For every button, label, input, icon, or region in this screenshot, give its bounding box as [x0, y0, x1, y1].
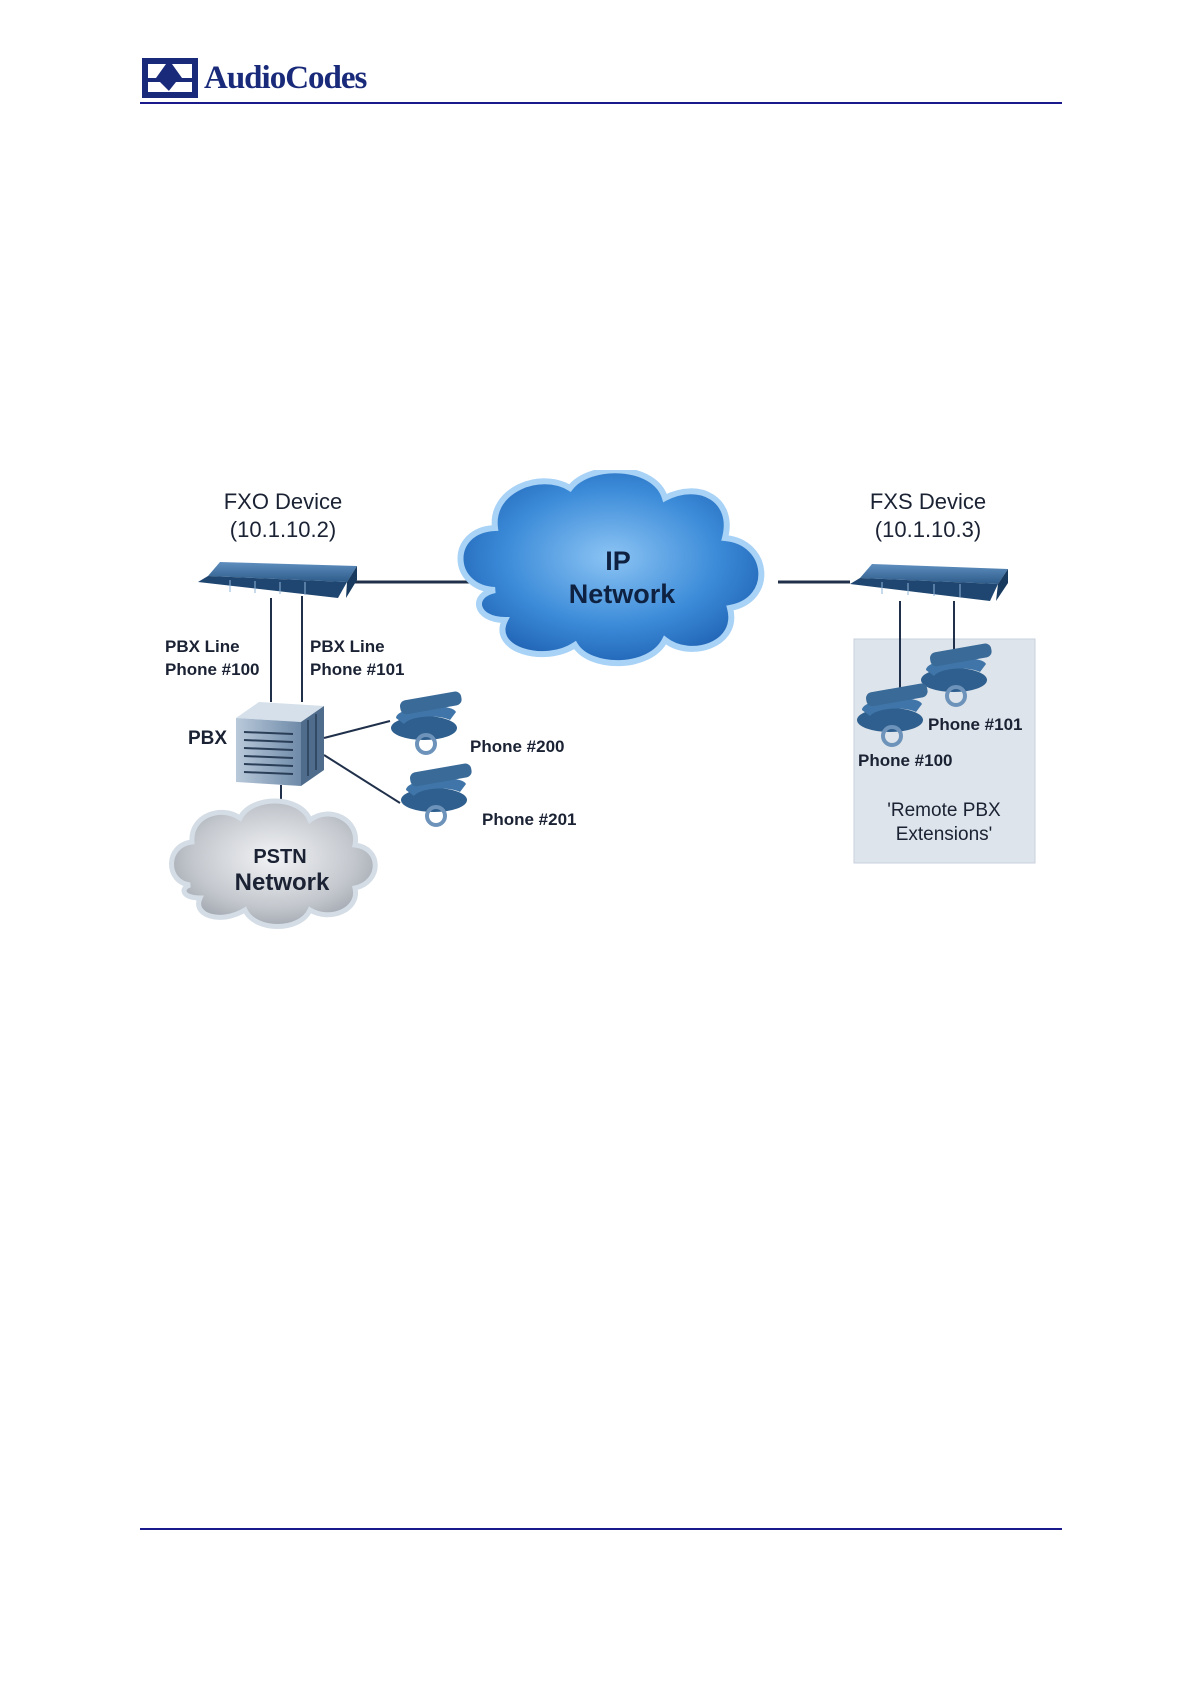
remote-box-line1: 'Remote PBX — [887, 800, 1001, 821]
pstn-cloud-line1: PSTN — [253, 846, 306, 868]
pbx-to-phone-200-wire — [324, 721, 390, 738]
ip-cloud-line2: Network — [569, 579, 677, 609]
phone-200-icon — [391, 691, 463, 753]
fxo-device-ip: (10.1.10.2) — [230, 517, 336, 542]
pbx-label: PBX — [188, 728, 227, 749]
pstn-cloud-line2: Network — [235, 869, 330, 896]
pbx-line-101-label-line1: PBX Line — [310, 637, 385, 656]
remote-phone-101-label: Phone #101 — [928, 715, 1023, 734]
phone-200-label: Phone #200 — [470, 737, 565, 756]
pbx-unit: PBX — [188, 702, 324, 786]
brand-name: AudioCodes — [204, 60, 366, 97]
brand-logo: AudioCodes — [142, 56, 366, 100]
pbx-line-100-label-line2: Phone #100 — [165, 660, 260, 679]
header-rule — [140, 102, 1062, 104]
ip-network-cloud: IP Network — [460, 470, 761, 663]
remote-phone-100-label: Phone #100 — [858, 751, 953, 770]
phone-201-label: Phone #201 — [482, 810, 577, 829]
fxo-device: FXO Device (10.1.10.2) — [198, 489, 357, 598]
fxs-device-ip: (10.1.10.3) — [875, 517, 981, 542]
fxs-device-title: FXS Device — [870, 489, 986, 514]
pbx-to-phone-201-wire — [324, 755, 400, 803]
remote-box-line2: Extensions' — [896, 824, 993, 845]
pbx-line-101-label-line2: Phone #101 — [310, 660, 405, 679]
footer-rule — [140, 1528, 1062, 1530]
audiocodes-logo-icon — [142, 56, 198, 100]
pstn-network-cloud: PSTN Network — [171, 801, 375, 927]
ip-cloud-line1: IP — [605, 546, 631, 576]
network-diagram: IP Network PSTN Network FXO Device (10.1… — [160, 470, 1040, 990]
phone-201-icon — [401, 763, 473, 825]
fxo-device-title: FXO Device — [224, 489, 343, 514]
fxs-device: FXS Device (10.1.10.3) — [850, 489, 1008, 601]
pbx-line-100-label-line1: PBX Line — [165, 637, 240, 656]
